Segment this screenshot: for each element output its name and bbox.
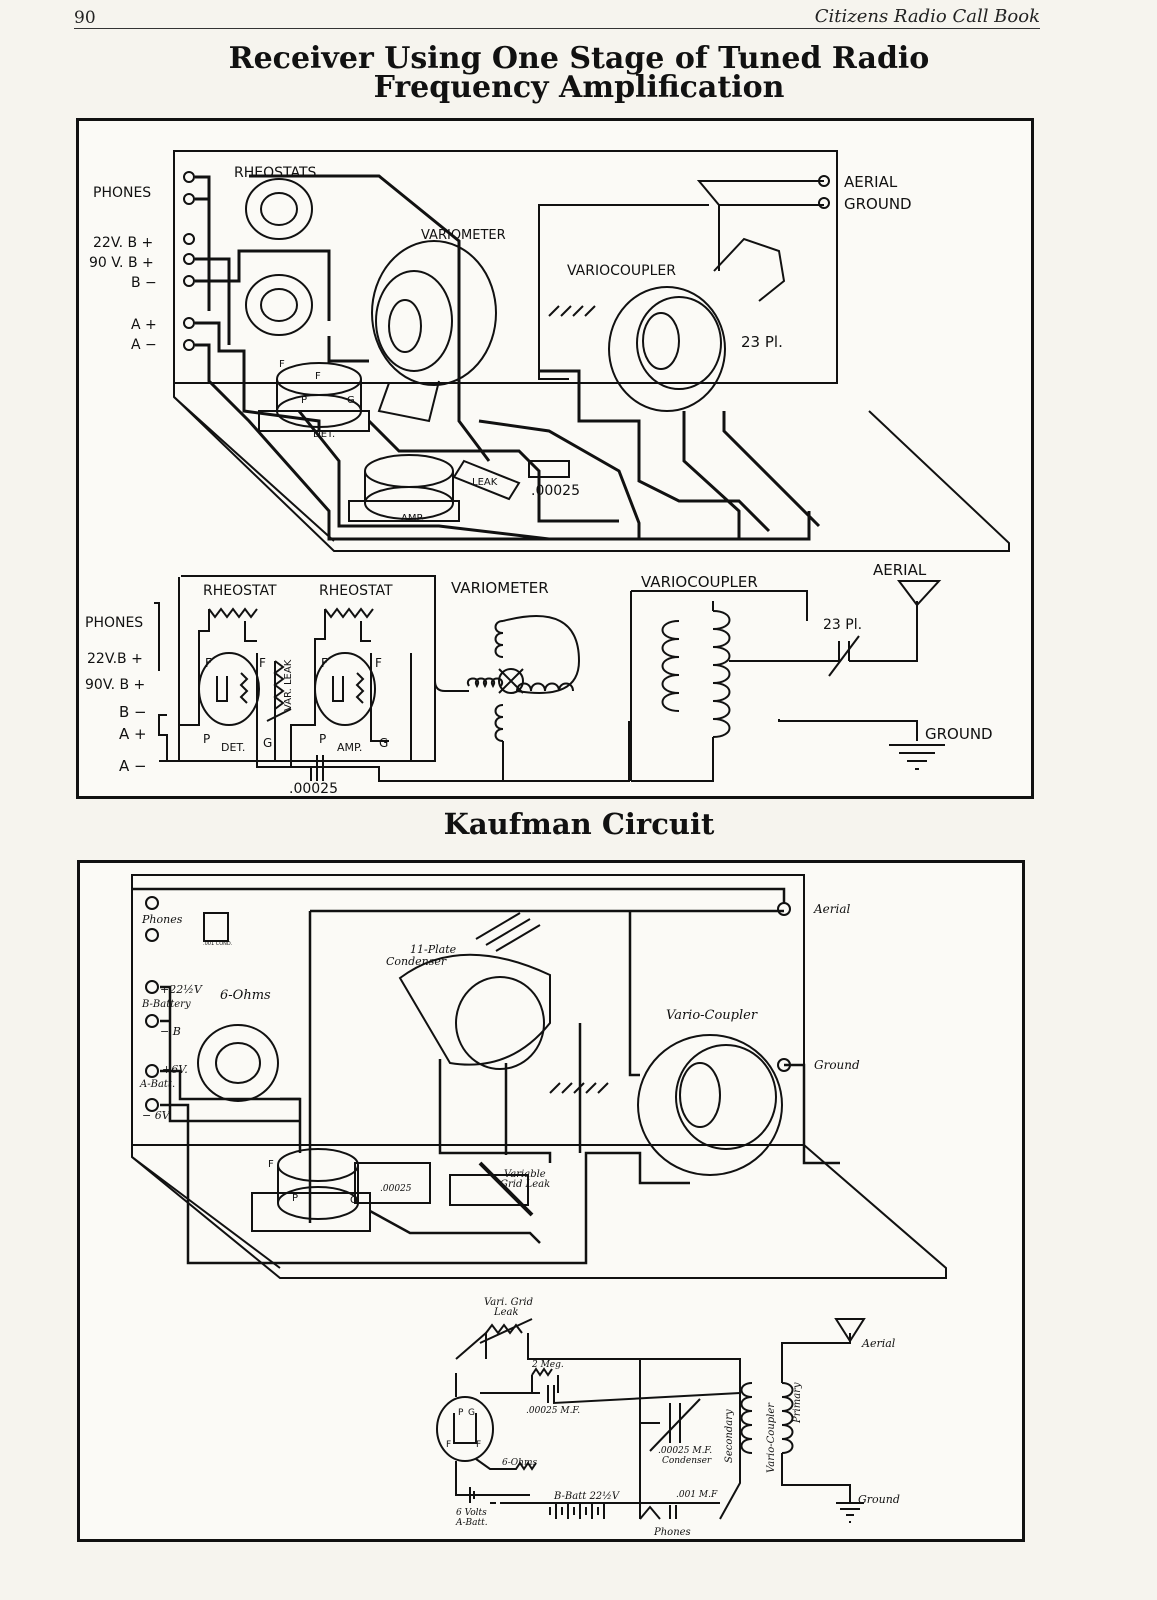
section1-title: Receiver Using One Stage of Tuned Radio … [120,41,1038,105]
k-sch-a-batt: 6 Volts [456,1508,487,1518]
sch-var-leak-label: VAR. LEAK [283,659,294,711]
sch-pin-g1: G [263,736,272,750]
section1-title-line1: Receiver Using One Stage of Tuned Radio [228,41,930,76]
k-sch-phones: Phones [653,1527,691,1538]
sch-terminal-phones: PHONES [85,615,143,631]
k-sch-meg: 2 Meg. [531,1360,564,1370]
sch-grid-cond-label: .00025 [289,781,338,796]
k-pic-ohms: 6-Ohms [220,988,271,1003]
k-sch-tube-f: F [446,1440,451,1450]
k-sch-grid-leak2: Leak [493,1307,519,1318]
k-pic-a-minus: − 6V. [142,1109,171,1122]
sch-pin-g2: G [379,736,388,750]
pic-pin-g: G [347,395,355,406]
sch-rheostat1-label: RHEOSTAT [203,583,277,599]
k-sch-tube-g: G [468,1408,475,1418]
k-sch-vario: Vario-Coupler [766,1402,777,1473]
k-sch-tube-f2: F [476,1440,481,1450]
k-sch-grid-leak: Vari. Grid [484,1297,533,1308]
section1-title-line2: Frequency Amplification [373,70,785,105]
pic-rheostats-label: RHEOSTATS [234,165,317,181]
sch-pin-f1: F [205,656,212,670]
k-pic-pin-p: P [292,1193,298,1204]
pic-pin-p: P [301,395,307,406]
figure-tuned-rf-receiver: PHONES 22V. B + 90 V. B + B − A + A − RH… [76,118,1034,799]
pic-det-label: DET. [313,429,335,440]
sch-rheostat2-label: RHEOSTAT [319,583,393,599]
sch-terminal-b-minus: B − [119,703,147,721]
k-sch-grid-cond: .00025 M.F. [526,1406,580,1416]
pic-terminal-a-plus: A + [131,317,157,333]
pic-terminal-phones: PHONES [93,185,151,201]
pic-terminal-b-minus: B − [131,275,157,291]
pic-aerial-label: AERIAL [844,173,898,191]
sch-pin-f4: F [375,656,382,670]
k-pic-pin-f: F [268,1159,274,1170]
k-pic-pin-g: G [350,1195,358,1206]
figure-kaufman-circuit: Phones +22½V B-Battery − B +6V. A-Batt. … [77,860,1025,1542]
pic-variometer-label: VARIOMETER [421,228,506,243]
k-pic-b-battery: B-Battery [141,999,191,1010]
sch-variometer-label: VARIOMETER [451,579,549,597]
k-pic-vario: Vario-Coupler [666,1008,758,1023]
k-pic-a-plus: +6V. [162,1063,188,1076]
sch-terminal-90v: 90V. B + [85,677,145,693]
sch-aerial-label: AERIAL [873,561,927,579]
sch-pin-p2: P [319,732,326,746]
k-pic-a-batt: A-Batt. [139,1079,175,1090]
pic-terminal-22v: 22V. B + [93,235,153,251]
k-pic-phones: Phones [141,913,183,926]
k-pic-grid-cond: .00025 [380,1184,412,1194]
k-pic-plate-cond2: Condenser [386,955,447,968]
k-pic-grid-leak: Variable [504,1169,546,1180]
sch-pin-p1: P [203,732,210,746]
pic-pin-f: F [279,359,285,370]
sch-terminal-22v: 22V.B + [87,651,143,667]
k-pic-grid-leak2: Grid Leak [500,1179,550,1190]
pic-terminal-90v: 90 V. B + [89,255,154,271]
sch-condenser-label: 23 Pl. [823,617,862,633]
k-pic-oo-cond: .001 COND. [203,941,233,947]
pic-terminal-a-minus: A − [131,337,157,353]
k-sch-ground: Ground [858,1493,900,1506]
sch-variocoupler-label: VARIOCOUPLER [641,573,758,591]
k-sch-a-batt2: A-Batt. [455,1518,488,1528]
sch-pin-f3: F [321,656,328,670]
pic-variocoupler-label: VARIOCOUPLER [567,263,676,279]
pic-amp-label: AMP. [401,513,424,524]
page-number: 90 [74,8,96,28]
k-pic-b-minus: − B [160,1025,181,1038]
k-pic-b-plus: +22½V [160,983,203,996]
k-sch-b-batt: B-Batt 22½V [553,1491,621,1502]
k-sch-ohms: 6-Ohms [502,1458,537,1468]
sch-pin-f2: F [259,656,266,670]
page-header: 90 Citizens Radio Call Book [74,6,1040,29]
k-sch-tuning-cond: .00025 M.F. [658,1446,712,1456]
k-sch-phones-cond: .001 M.F [676,1490,718,1500]
sch-amp-label: AMP. [337,741,362,754]
pic-grid-cond-label: .00025 [531,483,580,499]
k-sch-secondary: Secondary [724,1409,735,1463]
k-sch-primary: Primary [792,1382,803,1424]
pic-ground-label: GROUND [844,195,912,213]
book-title: Citizens Radio Call Book [814,6,1040,27]
k-pic-plate-cond: 11-Plate [410,943,457,956]
k-sch-tube-p: P [458,1408,464,1418]
k-sch-aerial: Aerial [861,1337,896,1350]
sch-terminal-a-plus: A + [119,725,147,743]
pic-leak-label: LEAK [472,477,498,488]
pic-pin-f2: F [315,371,321,382]
section2-title: Kaufman Circuit [443,807,715,841]
sch-det-label: DET. [221,741,245,754]
pic-condenser-label: 23 Pl. [741,333,783,351]
sch-ground-label: GROUND [925,725,993,743]
k-pic-ground: Ground [814,1058,860,1072]
sch-terminal-a-minus: A − [119,757,147,775]
k-sch-tuning-cond2: Condenser [662,1456,712,1466]
k-pic-aerial: Aerial [813,902,850,916]
